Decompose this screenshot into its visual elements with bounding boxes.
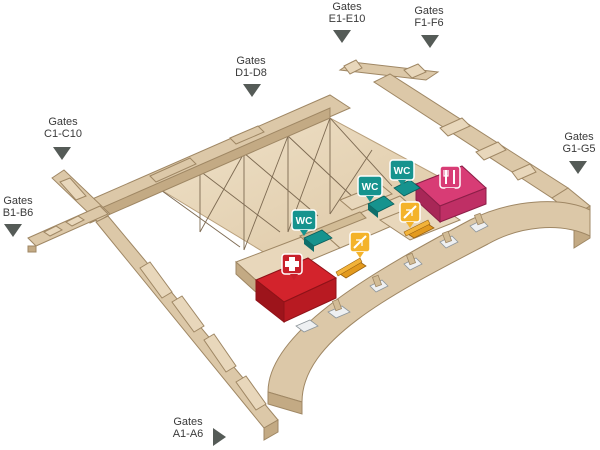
dining-area[interactable] bbox=[415, 165, 487, 224]
restroom-2[interactable]: WC bbox=[357, 175, 395, 218]
bus-icon bbox=[295, 319, 319, 333]
restroom-1[interactable]: WC bbox=[291, 209, 333, 252]
svg-text:WC: WC bbox=[296, 216, 313, 227]
gate-arrow-icon bbox=[213, 428, 226, 446]
restroom-icon: WC bbox=[389, 159, 415, 186]
gate-arrow-icon bbox=[569, 161, 587, 174]
ticket-desk-icon bbox=[349, 231, 371, 258]
gate-arrow-icon bbox=[421, 35, 439, 48]
gate-arrow-icon bbox=[243, 84, 261, 97]
check-in-desk-1[interactable] bbox=[335, 231, 371, 279]
concourse-west bbox=[27, 169, 111, 253]
jetbridges bbox=[331, 212, 485, 312]
check-in-desk-2[interactable] bbox=[399, 201, 435, 239]
restroom-3[interactable]: WC bbox=[389, 159, 421, 197]
first-aid-icon bbox=[281, 253, 303, 280]
ticket-desk-icon bbox=[399, 201, 421, 228]
gate-arrow-icon bbox=[53, 147, 71, 160]
concourse-north bbox=[88, 94, 352, 224]
restroom-icon: WC bbox=[357, 175, 383, 202]
dining-icon bbox=[439, 165, 461, 194]
restroom-icon: WC bbox=[291, 209, 317, 236]
svg-text:WC: WC bbox=[394, 166, 411, 177]
concourse-a bbox=[95, 215, 279, 441]
svg-text:WC: WC bbox=[362, 182, 379, 193]
concourse-east bbox=[338, 59, 591, 249]
gate-arrow-icon bbox=[4, 224, 22, 237]
first-aid-area[interactable] bbox=[255, 253, 337, 324]
apron-road bbox=[267, 201, 591, 415]
gate-arrow-icon bbox=[333, 30, 351, 43]
